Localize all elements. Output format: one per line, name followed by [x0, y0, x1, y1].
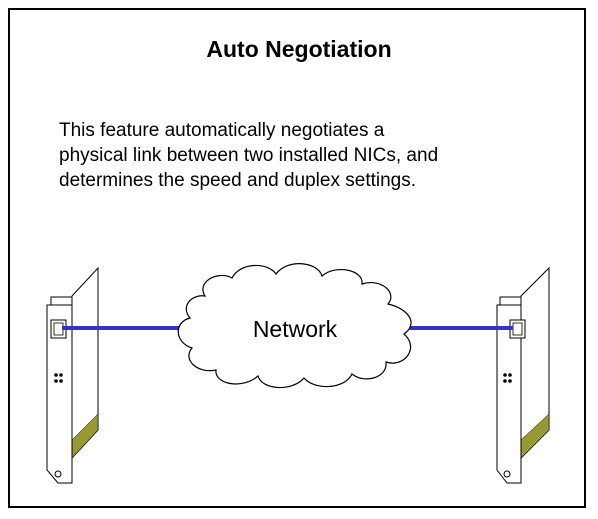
- right-nic-leds: [503, 373, 512, 383]
- slide-title: Auto Negotiation: [206, 36, 392, 62]
- left-nic-card: [46, 266, 99, 484]
- description-text: This feature automatically negotiates a …: [59, 118, 539, 193]
- description-line-1: This feature automatically negotiates a: [59, 120, 385, 141]
- right-nic-card: [496, 266, 550, 484]
- left-nic-bracket-tab: [50, 296, 73, 306]
- right-nic-screw-hole: [503, 470, 511, 478]
- description-line-2: physical link between two installed NICs…: [59, 145, 439, 166]
- network-cloud: [177, 263, 412, 389]
- description-line-3: determines the speed and duplex settings…: [59, 170, 417, 191]
- right-nic-port-inner: [512, 322, 523, 336]
- left-nic-screw-hole: [54, 470, 62, 478]
- slide-frame: [8, 8, 586, 508]
- left-nic-leds: [54, 373, 63, 383]
- network-cloud-label: Network: [253, 316, 338, 342]
- right-nic-bracket: [496, 304, 522, 484]
- right-nic-bracket-tab: [499, 296, 522, 306]
- left-nic-bracket: [46, 304, 73, 484]
- left-nic-port-inner: [53, 322, 64, 336]
